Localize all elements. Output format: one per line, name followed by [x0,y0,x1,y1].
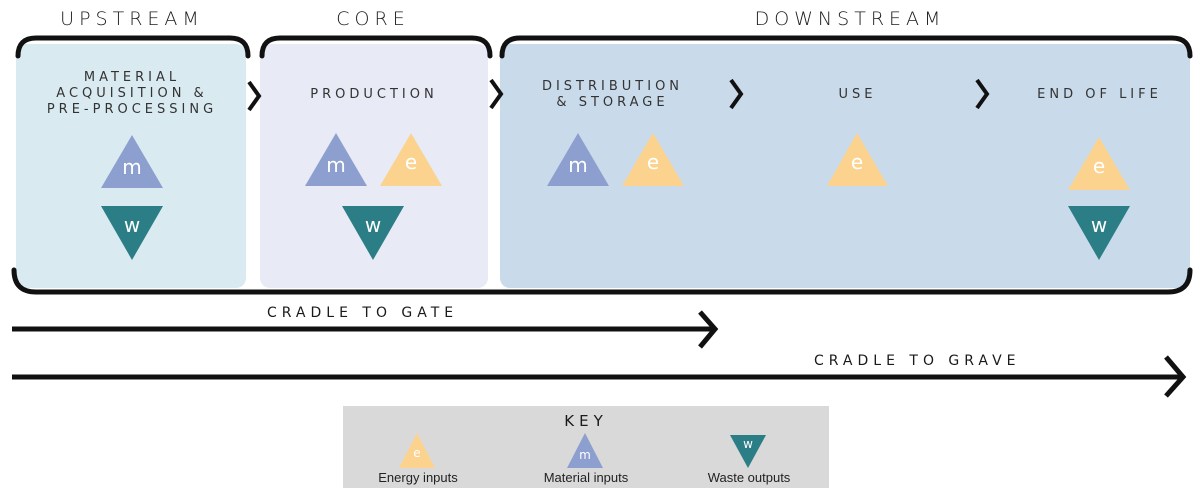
material-input-triangle [305,133,367,186]
chevron-icon [729,78,744,110]
material-key-label: Material inputs [543,470,629,485]
waste-symbol: w [364,213,382,237]
core-top-bracket [259,35,493,59]
material-input-triangle [101,135,163,188]
chevron-icon [247,80,262,112]
energy-symbol: e [1092,154,1106,178]
chevron-icon [975,78,990,110]
energy-key-label: Energy inputs [378,470,458,485]
material-symbol: m [568,153,588,177]
core-header: CORE [336,8,410,30]
waste-output-triangle [101,206,163,260]
waste-output-triangle [342,206,404,260]
energy-key-triangle [399,433,435,468]
energy-input-triangle [1068,137,1130,190]
key-legend: KEY e m w Energy inputs Material inputs … [343,406,829,488]
upstream-header: UPSTREAM [60,8,204,30]
energy-input-triangle [622,133,684,186]
cradle-to-grave-label: CRADLE TO GRAVE [814,353,1021,369]
lifecycle-bottom-bracket [11,267,1193,295]
key-title: KEY [564,412,608,430]
stage-production-label: PRODUCTION [310,87,438,102]
stage-distribution-label: DISTRIBUTION & STORAGE [541,79,684,110]
cradle-to-grave-arrowhead [1164,355,1187,398]
waste-symbol: w [123,213,141,237]
material-symbol: m [326,153,346,177]
downstream-top-bracket [499,35,1193,59]
upstream-top-bracket [15,35,251,59]
material-key-triangle [567,433,603,468]
waste-key-triangle [730,435,766,468]
chevron-icon [489,78,504,110]
stage-material-label: MATERIAL ACQUISITION & PRE-PROCESSING [46,70,218,117]
waste-symbol: w [1090,213,1108,237]
energy-symbol: e [646,150,660,174]
material-symbol: m [122,155,142,179]
waste-output-triangle [1068,206,1130,260]
waste-key-symbol: w [743,437,753,451]
energy-symbol: e [850,150,864,174]
energy-input-triangle [380,133,442,186]
stage-end-of-life-label: END OF LIFE [1037,87,1162,102]
downstream-header: DOWNSTREAM [754,8,946,30]
energy-key-symbol: e [413,446,421,460]
cradle-to-gate-label: CRADLE TO GATE [267,305,459,321]
cradle-to-gate-arrowhead [698,310,719,349]
energy-symbol: e [404,150,418,174]
material-input-triangle [547,133,609,186]
waste-key-label: Waste outputs [707,470,791,485]
key-icons [399,433,766,468]
stage-use-label: USE [838,87,877,102]
energy-input-triangle [827,133,888,186]
material-key-symbol: m [579,448,591,462]
